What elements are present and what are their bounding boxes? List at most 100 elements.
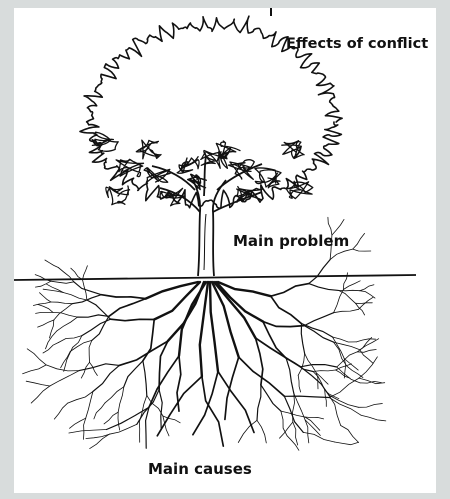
root-branch bbox=[78, 315, 109, 317]
root-branch bbox=[143, 361, 147, 396]
root-branch bbox=[343, 281, 360, 290]
root-branch bbox=[23, 365, 47, 374]
root-branch bbox=[38, 320, 54, 327]
root-branch bbox=[51, 302, 72, 304]
root-branch bbox=[35, 281, 51, 287]
root-branch bbox=[261, 385, 281, 411]
root-branch bbox=[94, 403, 105, 419]
root-branch bbox=[26, 381, 50, 386]
root-branch bbox=[90, 434, 110, 448]
leaf-cluster bbox=[286, 181, 313, 198]
root-branch bbox=[330, 249, 353, 260]
root-branch bbox=[200, 282, 208, 376]
root-branch bbox=[284, 396, 329, 397]
root-branch bbox=[157, 376, 202, 435]
root-branch bbox=[210, 282, 218, 372]
root-branch bbox=[104, 412, 118, 424]
root-branch bbox=[329, 395, 341, 425]
leaf-cluster bbox=[160, 188, 184, 206]
root-branch bbox=[302, 324, 333, 337]
root-branch bbox=[36, 312, 53, 313]
root-branch bbox=[360, 285, 374, 291]
root-branch bbox=[46, 365, 79, 371]
root-branch bbox=[263, 322, 304, 327]
root-branch bbox=[337, 367, 360, 383]
root-branch bbox=[216, 282, 263, 322]
root-branch bbox=[325, 390, 327, 407]
root-branch bbox=[70, 418, 86, 428]
root-branch bbox=[54, 403, 67, 419]
root-branch bbox=[257, 385, 261, 420]
leaf-cluster bbox=[255, 168, 281, 188]
root-branch bbox=[305, 417, 320, 430]
root-branch bbox=[334, 309, 359, 312]
root-branch bbox=[218, 372, 254, 433]
root-branch bbox=[335, 442, 359, 445]
root-branch bbox=[146, 407, 149, 448]
root-branch bbox=[38, 304, 53, 312]
root-branch bbox=[353, 249, 371, 251]
root-branch bbox=[43, 342, 59, 353]
root-branch bbox=[54, 304, 72, 320]
root-branch bbox=[93, 365, 119, 391]
root-branch bbox=[281, 411, 287, 436]
root-branch bbox=[179, 282, 206, 356]
root-branch bbox=[84, 418, 86, 439]
root-branch bbox=[257, 420, 266, 443]
causes-label: Main causes bbox=[148, 460, 252, 478]
root-branch bbox=[111, 319, 155, 321]
root-branch bbox=[336, 364, 352, 370]
root-branch bbox=[59, 336, 82, 343]
leaf-cluster bbox=[177, 157, 199, 174]
root-branch bbox=[50, 371, 79, 386]
root-branch bbox=[339, 290, 356, 303]
root-branch bbox=[118, 387, 124, 412]
root-branch bbox=[63, 293, 87, 301]
root-branch bbox=[341, 426, 359, 443]
root-branch bbox=[356, 303, 373, 304]
root-branch bbox=[149, 356, 179, 407]
root-branch bbox=[69, 430, 107, 434]
root-branch bbox=[286, 358, 294, 393]
root-branch bbox=[70, 340, 92, 351]
root-branch bbox=[71, 268, 83, 280]
ground-line bbox=[14, 275, 416, 280]
root-branch bbox=[359, 404, 383, 408]
root-branch bbox=[298, 375, 300, 392]
root-branch bbox=[64, 354, 70, 371]
root-branch bbox=[47, 284, 64, 292]
root-branch bbox=[27, 349, 46, 365]
root-branch bbox=[83, 266, 88, 280]
root-branch bbox=[68, 392, 93, 404]
root-branch bbox=[339, 290, 360, 291]
root-branch bbox=[337, 352, 358, 367]
effects-label: Effects of conflict bbox=[286, 36, 428, 52]
root-branch bbox=[40, 293, 51, 302]
leaf-cluster bbox=[136, 140, 161, 159]
root-branch bbox=[301, 324, 304, 354]
root-branch bbox=[124, 361, 143, 387]
root-branch bbox=[304, 326, 333, 343]
root-branch bbox=[51, 281, 74, 283]
root-branch bbox=[137, 390, 159, 425]
root-branch bbox=[359, 357, 377, 378]
root-branch bbox=[89, 340, 92, 362]
root-branch bbox=[334, 290, 344, 313]
root-branch bbox=[271, 284, 309, 297]
root-branch bbox=[74, 282, 102, 295]
root-branch bbox=[271, 296, 302, 323]
root-branch bbox=[256, 338, 263, 385]
root-branch bbox=[109, 424, 137, 434]
root-branch bbox=[309, 260, 330, 284]
root-branch bbox=[168, 282, 204, 341]
root-branch bbox=[109, 299, 146, 317]
leaf-cluster bbox=[216, 141, 240, 159]
root-branch bbox=[344, 359, 358, 370]
root-branch bbox=[301, 365, 337, 367]
leaf-cluster bbox=[106, 186, 130, 205]
root-branch bbox=[57, 317, 78, 331]
root-branch bbox=[313, 370, 336, 372]
problem-label: Main problem bbox=[233, 232, 349, 250]
root-branch bbox=[31, 386, 50, 403]
